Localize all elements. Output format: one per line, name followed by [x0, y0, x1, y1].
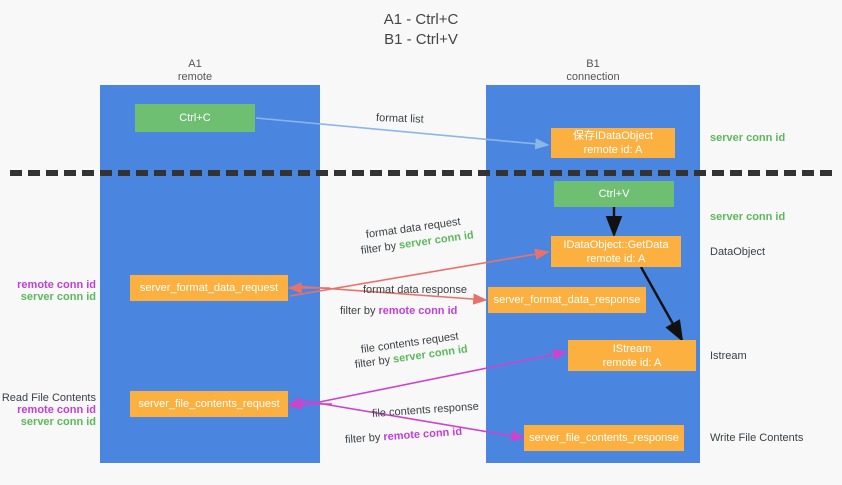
node-server-format-data-request-label: server_format_data_request [139, 282, 279, 294]
column-header-a1: A1 remote [115, 58, 275, 84]
node-server-file-contents-response-label: server_file_contents_response [529, 432, 679, 444]
note-format-remote-conn-id: remote conn id [17, 279, 96, 291]
label-istream: Istream [710, 350, 747, 362]
edge-label-file-contents-response-filter: filter by remote conn id [345, 426, 463, 446]
node-idataobject-getdata[interactable]: IDataObject::GetData remote id: A [551, 236, 681, 267]
label-write-file-contents: Write File Contents [710, 432, 804, 444]
edge-filter-prefix: filter by [344, 431, 384, 446]
column-header-b1-name: B1 [586, 58, 600, 70]
label-dataobject: DataObject [710, 246, 766, 258]
label-server-conn-id-top: server conn id [710, 132, 786, 144]
page-title: A1 - Ctrl+C B1 - Ctrl+V [383, 11, 459, 48]
node-ctrl-v[interactable]: Ctrl+V [554, 181, 674, 207]
note-file-conn-ids: Read File Contents remote conn id server… [0, 392, 96, 428]
edge-filter-key: remote conn id [378, 305, 458, 317]
note-format-server-conn-id: server conn id [20, 291, 96, 303]
edge-filter-prefix: filter by [340, 305, 379, 317]
column-header-b1-sub: connection [566, 71, 620, 83]
node-server-format-data-request[interactable]: server_format_data_request [130, 275, 288, 301]
edge-label-file-contents-response: file contents response [371, 400, 480, 420]
node-save-idataobject-sub: remote id: A [583, 144, 643, 156]
note-file-remote-conn-id: remote conn id [17, 404, 96, 416]
edge-label-format-data-response-filter: filter by remote conn id [340, 305, 457, 317]
node-server-format-data-response-label: server_format_data_response [493, 294, 641, 306]
node-ctrl-v-label: Ctrl+V [598, 188, 630, 200]
column-header-a1-sub: remote [177, 71, 213, 83]
node-ctrl-c[interactable]: Ctrl+C [135, 104, 255, 132]
note-format-conn-ids: remote conn id server conn id [0, 279, 96, 303]
edge-filter-key: remote conn id [383, 425, 463, 444]
node-istream-label: IStream [612, 342, 652, 355]
node-istream-sub: remote id: A [602, 356, 662, 369]
label-server-conn-id-mid: server conn id [710, 211, 786, 223]
phase-divider [10, 170, 832, 176]
node-idataobject-getdata-sub: remote id: A [586, 252, 646, 265]
node-server-file-contents-response[interactable]: server_file_contents_response [524, 425, 684, 451]
node-server-file-contents-request-label: server_file_contents_request [138, 398, 280, 410]
edge-label-format-data-response: format data response [363, 284, 467, 296]
node-save-idataobject-label: 保存IDataObject [572, 130, 654, 142]
node-ctrl-c-label: Ctrl+C [179, 112, 211, 124]
edge-label-format-list: format list [375, 112, 424, 126]
note-file-server-conn-id: server conn id [20, 416, 96, 428]
edge-filter-prefix: filter by [360, 239, 400, 257]
note-read-file-contents: Read File Contents [1, 392, 96, 404]
edge-filter-prefix: filter by [354, 353, 394, 371]
node-save-idataobject[interactable]: 保存IDataObject remote id: A [551, 128, 675, 158]
column-header-b1: B1 connection [513, 58, 673, 84]
node-idataobject-getdata-label: IDataObject::GetData [563, 238, 669, 251]
node-server-format-data-response[interactable]: server_format_data_response [488, 287, 646, 313]
node-istream[interactable]: IStream remote id: A [568, 340, 696, 371]
node-server-file-contents-request[interactable]: server_file_contents_request [130, 391, 288, 417]
column-header-a1-name: A1 [188, 58, 202, 70]
